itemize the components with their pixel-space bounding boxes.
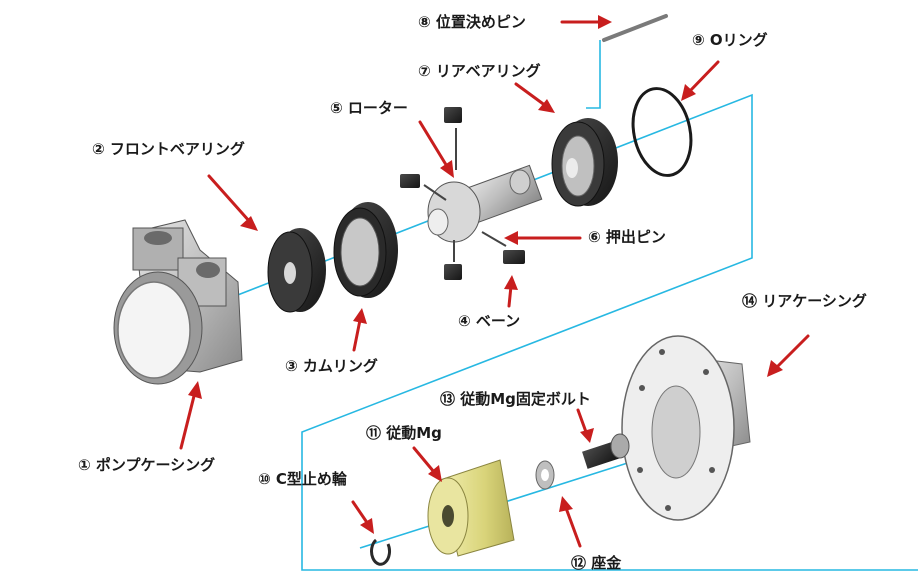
arrow-rear-bearing [514, 82, 555, 113]
push-pin-parts [423, 128, 507, 262]
vane-parts [400, 107, 525, 280]
arrow-vane [504, 275, 518, 308]
c-retaining-ring-part [370, 538, 391, 566]
arrow-front-bearing [207, 174, 258, 231]
arrow-c-retaining-ring [351, 500, 374, 534]
label-front-bearing: ② フロントベアリング [92, 140, 245, 158]
o-ring-part [631, 87, 693, 177]
label-rotor: ⑤ ローター [330, 99, 408, 117]
label-washer: ⑫ 座金 [571, 554, 622, 572]
leader-arrows [179, 15, 810, 548]
arrow-cam-ring [352, 308, 367, 352]
driven-mg-part [427, 459, 515, 557]
arrow-washer [559, 496, 582, 548]
rear-casing-part [621, 335, 751, 521]
label-rear-casing: ⑭ リアケーシング [742, 292, 867, 310]
label-vane: ④ ベーン [458, 312, 521, 330]
label-positioning-pin: ⑧ 位置決めピン [418, 13, 526, 31]
rear-bearing-part [551, 118, 618, 207]
positioning-pin-part [602, 14, 668, 42]
label-c-retaining-ring: ⑩ C型止め輪 [258, 470, 347, 488]
arrow-driven-mg-bolt [576, 408, 594, 443]
front-bearing-part [267, 228, 326, 313]
arrow-o-ring [681, 60, 720, 101]
arrow-positioning-pin [560, 15, 612, 29]
label-o-ring: ⑨ Oリング [692, 31, 768, 49]
driven-mg-bolt-part [582, 433, 630, 469]
arrow-rear-casing [767, 334, 810, 377]
label-driven-mg: ⑪ 従動Mg [366, 424, 442, 442]
label-cam-ring: ③ カムリング [285, 357, 378, 375]
label-push-pin: ⑥ 押出ピン [588, 228, 666, 246]
washer-part [535, 460, 555, 490]
label-driven-mg-bolt: ⑬ 従動Mg固定ボルト [440, 390, 591, 408]
arrow-push-pin [504, 231, 582, 245]
arrow-pump-casing [179, 381, 202, 450]
arrow-rotor [418, 120, 454, 178]
label-rear-bearing: ⑦ リアベアリング [418, 62, 541, 80]
cam-ring-part [333, 202, 398, 298]
pump-casing-part [113, 219, 243, 385]
rotor-part [427, 164, 543, 243]
arrow-driven-mg [412, 446, 442, 482]
label-pump-casing: ① ポンプケーシング [78, 456, 216, 474]
